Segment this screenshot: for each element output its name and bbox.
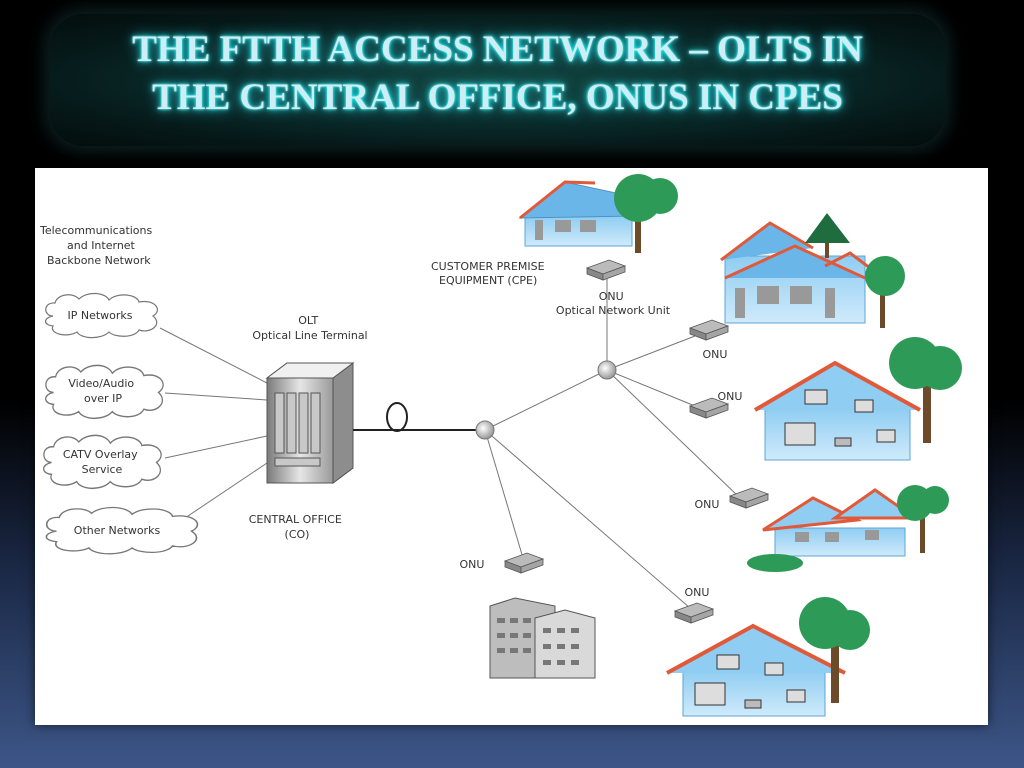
onu-device [729,487,769,509]
cloud-video-audio-label: Video/Audio over IP [68,377,137,405]
onu-main-label: ONU Optical Network Unit [556,290,671,317]
olt-label: OLT Optical Line Terminal [252,314,367,342]
title-line-2: THE CENTRAL OFFICE, ONUS IN CPES [152,77,843,118]
tree-icon [799,597,870,703]
distribution-lines [484,278,741,609]
cloud-ip-networks: IP Networks [44,292,159,339]
cpe-label: CUSTOMER PREMISE EQUIPMENT (CPE) [431,260,548,287]
svg-text:IP Networks: IP Networks [67,309,132,322]
onu-label: ONU [460,558,485,571]
ftth-diagram: Telecommunications and Internet Backbone… [35,168,988,725]
house-icon [666,623,846,717]
onu-label: ONU [695,498,720,511]
title-line-1: THE FTTH ACCESS NETWORK – OLTS IN [132,29,863,70]
tree-icon [805,213,905,328]
tree-icon [889,337,962,443]
onu-device [504,552,544,574]
house-icon [753,360,921,461]
feeder-fiber [353,402,485,432]
onu-label: ONU [685,586,710,599]
cloud-links [159,327,268,519]
olt-cabinet [265,362,355,484]
tree-icon [747,485,949,572]
slide-title: THE FTTH ACCESS NETWORK – OLTS IN THE CE… [50,26,945,122]
onu-device [689,319,729,341]
onu-device [674,602,714,624]
splitter-node [597,360,617,380]
splitter-node [475,420,495,440]
cloud-other-networks-label: Other Networks [74,524,161,537]
house-icon [720,221,871,324]
onu-device [586,259,626,281]
onu-label: ONU [718,390,743,403]
tree-icon [614,174,678,253]
office-building-icon [489,597,596,679]
cloud-catv-overlay [42,434,162,490]
central-office-label: CENTRAL OFFICE (CO) [249,513,346,541]
title-box [50,14,945,146]
cloud-catv-overlay-label: CATV Overlay Service [63,448,141,476]
onu-label: ONU [703,348,728,361]
backbone-label: Telecommunications and Internet Backbone… [39,224,156,267]
house-icon [762,488,920,557]
